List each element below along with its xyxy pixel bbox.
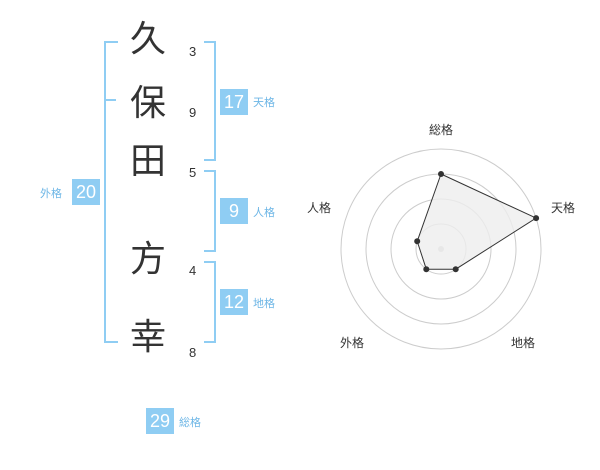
jinkaku-label: 人格 [253, 206, 275, 219]
stroke-count-2: 9 [189, 105, 197, 120]
name-char-1: 久 [129, 19, 166, 60]
radar-axis-label-soukaku: 総格 [429, 123, 454, 137]
chikaku-bracket [204, 261, 216, 343]
jinkaku-bracket [204, 170, 216, 252]
stroke-count-4: 4 [189, 263, 197, 278]
radar-point-1 [438, 171, 444, 177]
gaikaku-bracket-tick [106, 99, 116, 101]
stroke-count-5: 8 [189, 345, 197, 360]
stroke-count-3: 5 [189, 165, 197, 180]
gaikaku-label: 外格 [40, 187, 62, 200]
tenkaku-value: 17 [220, 89, 248, 115]
name-char-2: 保 [129, 83, 166, 124]
radar-point-3 [452, 266, 459, 273]
gaikaku-value: 20 [72, 179, 100, 205]
radar-axis-label-gaikaku: 外格 [340, 336, 365, 350]
radar-axis-label-tenkaku: 天格 [551, 201, 576, 215]
stroke-count-1: 3 [189, 44, 197, 59]
chikaku-label: 地格 [253, 297, 275, 310]
radar-series-area [416, 173, 538, 270]
radar-axis-label-chikaku: 地格 [511, 336, 536, 350]
tenkaku-label: 天格 [253, 96, 275, 109]
name-char-5: 幸 [129, 317, 166, 358]
radar-ring-4 [340, 148, 542, 350]
radar-point-5 [414, 238, 421, 245]
gaikaku-bracket [104, 41, 118, 343]
tenkaku-bracket [204, 41, 216, 161]
name-char-3: 田 [129, 141, 166, 182]
radar-point-4 [423, 266, 430, 273]
chikaku-value: 12 [220, 289, 248, 315]
jinkaku-value: 9 [220, 198, 248, 224]
soukaku-label: 総格 [179, 416, 201, 429]
radar-axis-label-jinkaku: 人格 [307, 201, 332, 215]
radar-point-2 [533, 215, 540, 222]
soukaku-value: 29 [146, 408, 174, 434]
name-char-4: 方 [129, 239, 166, 280]
radar-chart [340, 148, 542, 350]
